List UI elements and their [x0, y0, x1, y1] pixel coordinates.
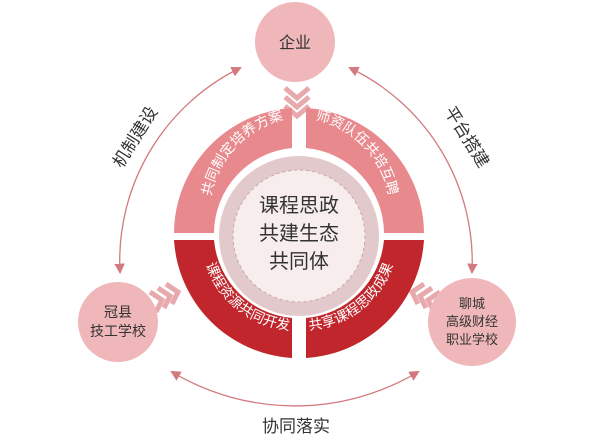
node-liaocheng-line3: 职业学校 [446, 332, 498, 348]
arc-left [114, 67, 242, 275]
node-guanxian-line1: 冠县 [104, 305, 132, 321]
center-circle [232, 169, 366, 303]
node-liaocheng-line1: 聊城 [459, 297, 485, 312]
segment-bottom-left [174, 240, 292, 358]
chevron-right-icon [148, 281, 182, 314]
center-title-line2: 共建生态 [259, 221, 339, 245]
node-liaocheng-school [428, 278, 516, 366]
arc-right [348, 66, 478, 275]
center-title-line1: 课程思政 [259, 193, 339, 217]
node-enterprise [255, 2, 335, 82]
arc-label-bottom: 协同落实 [262, 417, 330, 437]
center-title-line3: 共同体 [269, 249, 329, 273]
segment-top-left [174, 108, 292, 233]
node-enterprise-label: 企业 [279, 33, 311, 52]
arc-label-left: 机制建设 [109, 103, 162, 171]
arc-bottom [170, 370, 420, 407]
node-liaocheng-line2: 高级财经 [446, 314, 498, 330]
node-guanxian-line2: 技工学校 [90, 323, 146, 340]
node-guanxian-school [78, 282, 158, 362]
segment-bottom-right [306, 240, 424, 358]
segment-top-right [306, 108, 424, 233]
